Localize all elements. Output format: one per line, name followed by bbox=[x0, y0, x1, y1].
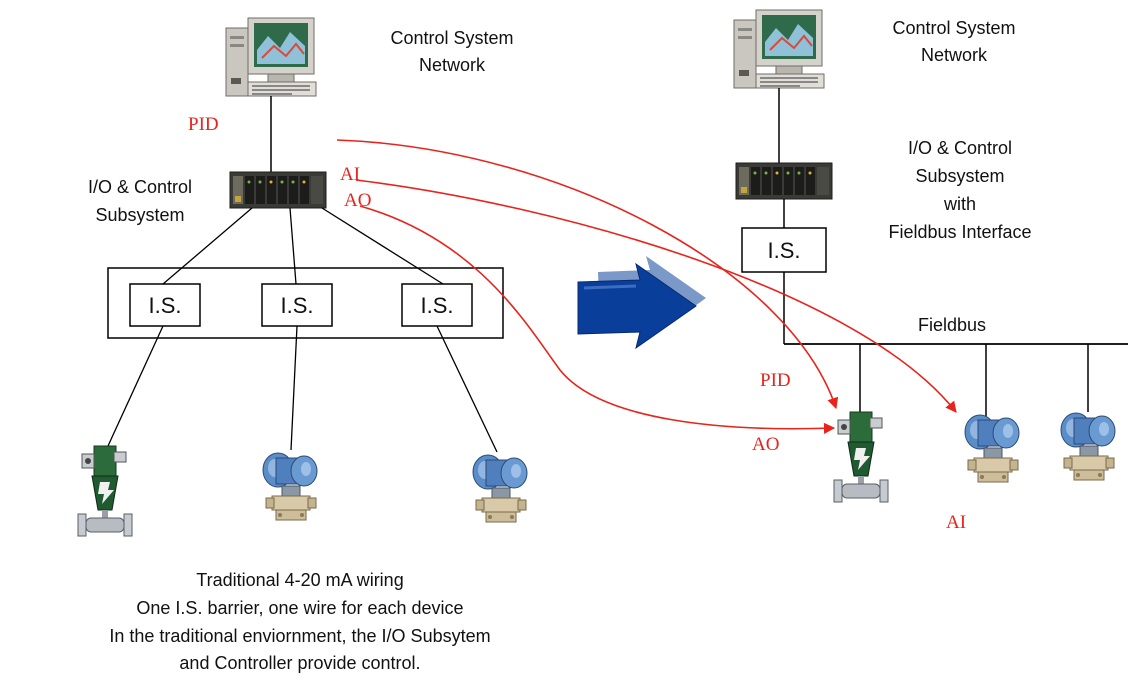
transition-arrow-icon bbox=[577, 256, 706, 350]
caption-line4: and Controller provide control. bbox=[179, 653, 420, 673]
barrier-panel bbox=[107, 267, 504, 339]
pressure-transmitter-icon bbox=[472, 454, 528, 523]
caption-line2: One I.S. barrier, one wire for each devi… bbox=[136, 598, 463, 618]
right-network-label-line1: Control System bbox=[892, 18, 1015, 38]
right-io-label-line2: Subsystem bbox=[915, 166, 1004, 186]
pressure-transmitter-icon bbox=[1060, 412, 1116, 481]
right-network-label-line2: Network bbox=[921, 45, 988, 65]
control-valve-icon bbox=[833, 411, 889, 503]
left-ai-label: AI bbox=[340, 164, 360, 185]
control-valve-icon bbox=[77, 445, 133, 537]
is-barrier-2-label: I.S. bbox=[280, 293, 313, 318]
right-io-label-line1: I/O & Control bbox=[908, 138, 1012, 158]
io-to-barrier-wire-2 bbox=[289, 207, 297, 285]
is-barrier-1 bbox=[129, 283, 201, 327]
right-io-label-line4: Fieldbus Interface bbox=[888, 222, 1031, 242]
computer-icon bbox=[733, 9, 825, 89]
left-network-label-line1: Control System bbox=[390, 28, 513, 48]
right-is-barrier-label: I.S. bbox=[767, 238, 800, 263]
fieldbus-label: Fieldbus bbox=[918, 315, 986, 335]
ao-migration-arrow bbox=[359, 205, 836, 434]
right-pid-label: PID bbox=[760, 370, 791, 391]
barrier-to-valve-wire bbox=[107, 325, 164, 447]
right-ai-label: AI bbox=[946, 512, 966, 533]
is-barrier-1-label: I.S. bbox=[148, 293, 181, 318]
is-barrier-2 bbox=[261, 283, 333, 327]
is-barrier-3 bbox=[401, 283, 473, 327]
caption-line3: In the traditional enviornment, the I/O … bbox=[109, 626, 490, 646]
io-to-barrier-wire-3 bbox=[321, 207, 444, 285]
ai-migration-arrow bbox=[355, 179, 957, 413]
barrier-to-transmitter-wire-2 bbox=[436, 325, 498, 453]
right-io-label-line3: with bbox=[943, 194, 976, 214]
left-io-label-line1: I/O & Control bbox=[88, 177, 192, 197]
left-pid-label: PID bbox=[188, 114, 219, 135]
left-io-label-line2: Subsystem bbox=[95, 205, 184, 225]
io-to-barrier-wire-1 bbox=[162, 207, 253, 285]
io-rack-icon bbox=[229, 171, 327, 209]
pressure-transmitter-icon bbox=[262, 452, 318, 521]
barrier-to-transmitter-wire-1 bbox=[290, 325, 298, 451]
right-ao-label: AO bbox=[752, 434, 779, 455]
computer-icon bbox=[225, 17, 317, 97]
pid-migration-arrow bbox=[336, 139, 839, 410]
caption-line1: Traditional 4-20 mA wiring bbox=[196, 570, 403, 590]
is-barrier-3-label: I.S. bbox=[420, 293, 453, 318]
left-network-label-line2: Network bbox=[419, 55, 486, 75]
io-rack-icon bbox=[735, 162, 833, 200]
left-ao-label: AO bbox=[344, 190, 371, 211]
pressure-transmitter-icon bbox=[964, 414, 1020, 483]
